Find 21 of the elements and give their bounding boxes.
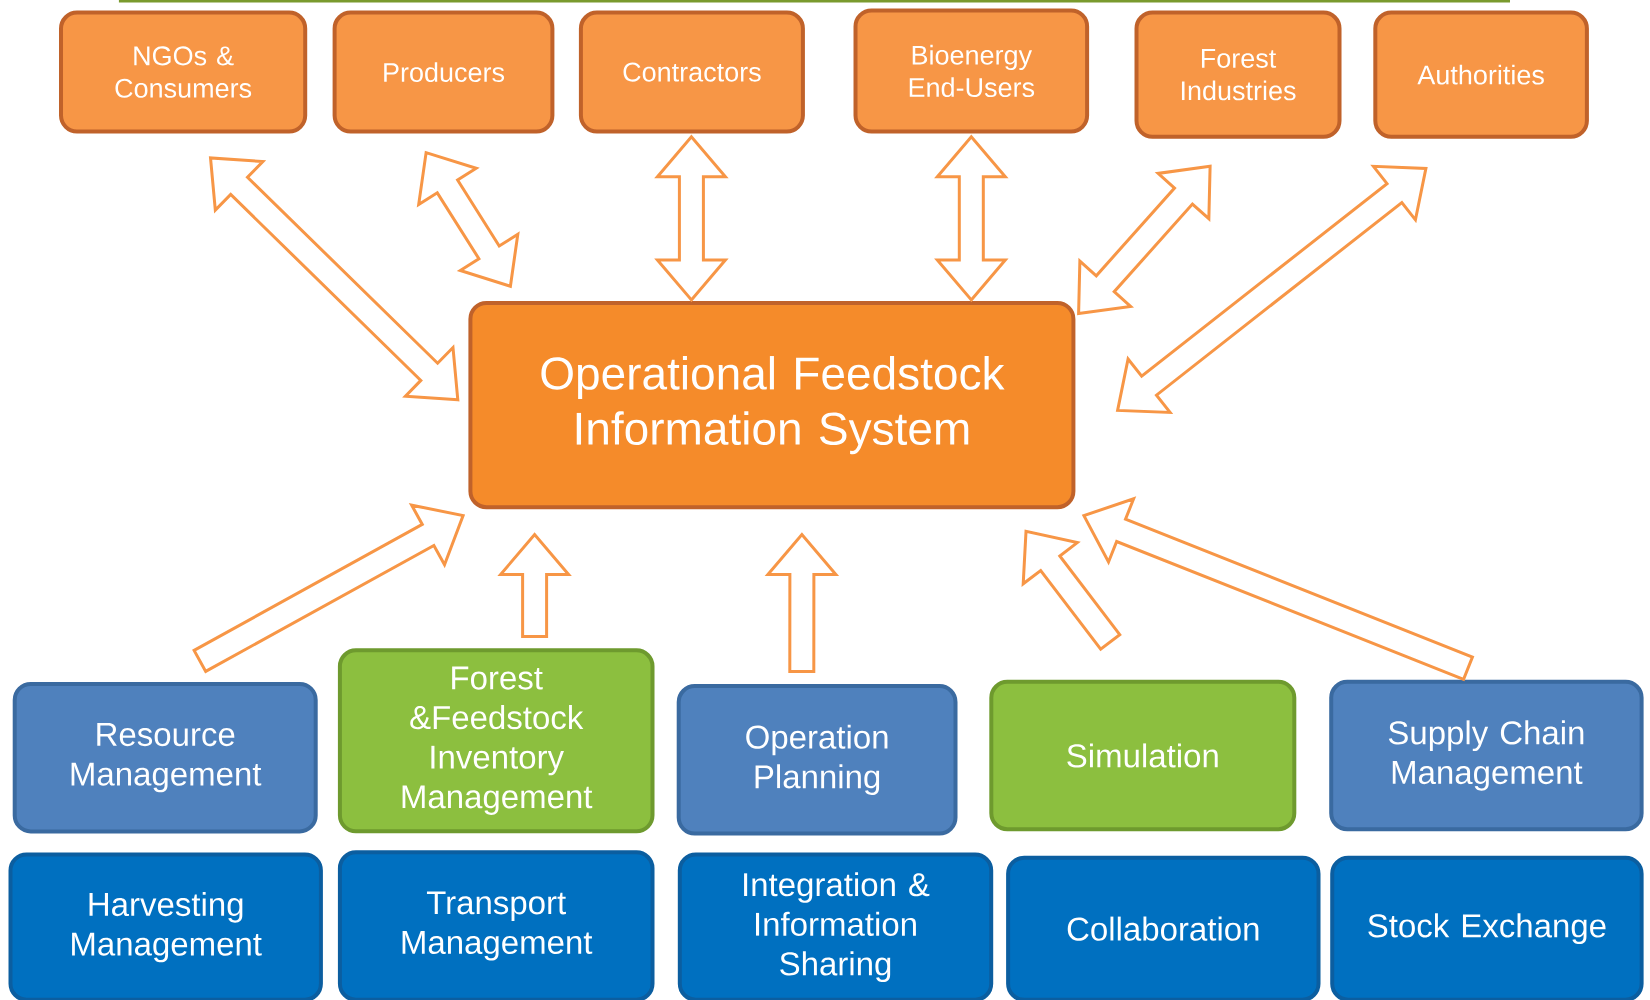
service-box: Transport Management — [337, 850, 655, 1000]
module-box: Supply Chain Management — [1329, 679, 1644, 832]
module-box: Resource Management — [12, 682, 318, 834]
service-box: Stock Exchange — [1330, 855, 1644, 1000]
block-arrow — [764, 532, 840, 673]
module-box: Forest &Feedstock Inventory Management — [337, 648, 655, 834]
module-box: Operation Planning — [676, 684, 958, 836]
stakeholder-box: Contractors — [578, 10, 805, 134]
stakeholder-box: Forest Industries — [1134, 10, 1342, 139]
stakeholder-box: Producers — [332, 10, 555, 134]
block-arrow — [497, 532, 572, 639]
system-box: Operational Feedstock Information System — [468, 301, 1076, 510]
service-box: Harvesting Management — [8, 852, 323, 1000]
module-box: Simulation — [989, 679, 1297, 832]
service-box: Integration & Information Sharing — [677, 852, 994, 1000]
block-arrow — [1077, 164, 1212, 316]
stakeholder-box: Bioenergy End-Users — [853, 8, 1090, 134]
block-arrow — [208, 156, 460, 402]
stakeholder-box: NGOs & Consumers — [59, 10, 308, 134]
stakeholder-box: Authorities — [1373, 10, 1589, 139]
service-box: Collaboration — [1006, 855, 1321, 1000]
